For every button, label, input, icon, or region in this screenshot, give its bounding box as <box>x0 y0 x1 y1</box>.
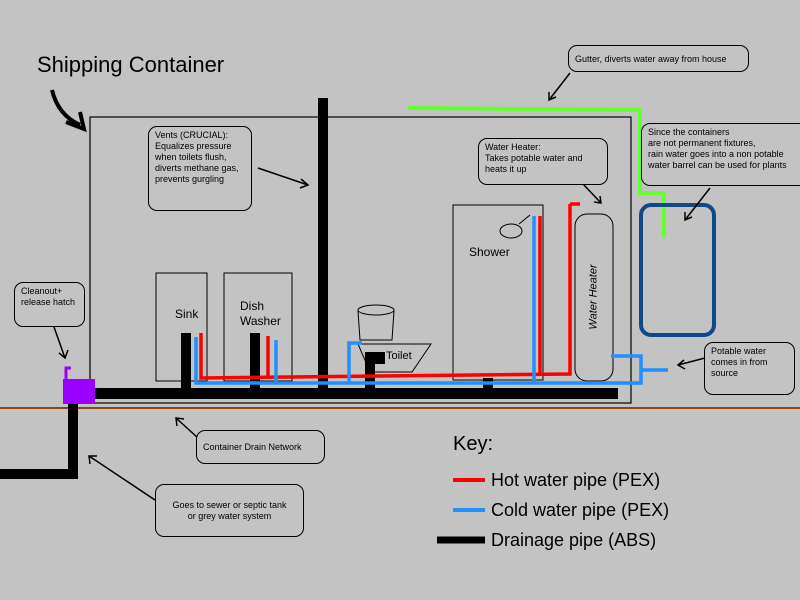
arrow-containers-head-icon <box>684 212 693 222</box>
arrow-potable <box>677 357 706 366</box>
title-arrowhead-icon <box>65 111 87 133</box>
arrow-containers <box>684 187 711 221</box>
arrow-sewer-head-icon <box>88 455 97 465</box>
sink-label: Sink <box>175 307 199 321</box>
cleanout-hatch <box>63 379 95 404</box>
key-item-hot: Hot water pipe (PEX) <box>491 470 661 490</box>
shower-box <box>452 204 544 381</box>
note-potable: Potable water comes in from source <box>704 342 795 395</box>
arrow-potable-head-icon <box>676 359 686 370</box>
shower-arm <box>518 214 531 225</box>
arrow-vents-head-icon <box>299 178 310 189</box>
arrow-sewer <box>88 455 156 501</box>
note-vents: Vents (CRUCIAL): Equalizes pressure when… <box>148 126 252 211</box>
arrow-gutter <box>548 72 571 101</box>
callout-arrows <box>53 72 711 501</box>
note-drain-network: Container Drain Network <box>196 430 325 464</box>
dishwasher-label: Dish Washer <box>240 299 281 328</box>
container-outline <box>89 116 632 404</box>
arrow-drain-network-head-icon <box>175 417 185 427</box>
arrow-cleanout <box>53 326 66 359</box>
sewer-drop-pipe <box>68 403 78 479</box>
arrow-water-heater <box>582 183 602 204</box>
toilet-tank-lid <box>357 304 395 316</box>
note-containers: Since the containers are not permanent f… <box>641 123 800 186</box>
arrow-vents <box>257 167 309 186</box>
title-arrow-icon <box>50 89 81 127</box>
arrow-drain-network <box>175 417 199 439</box>
arrow-cleanout-head-icon <box>58 349 69 360</box>
vent-stack <box>318 98 328 394</box>
hot-water-main <box>199 204 572 380</box>
sink-drain-riser <box>181 333 191 389</box>
key-item-drain: Drainage pipe (ABS) <box>491 530 657 550</box>
key-item-cold: Cold water pipe (PEX) <box>491 500 670 520</box>
toilet-tank <box>357 310 395 341</box>
rain-barrel <box>639 203 716 337</box>
note-water-heater: Water Heater: Takes potable water and he… <box>478 138 608 185</box>
shower-head-icon <box>499 223 523 239</box>
diagram-title: Shipping Container <box>37 52 225 77</box>
main-drain-pipe <box>95 388 618 399</box>
gutter-pipe <box>407 106 666 238</box>
note-cleanout: Cleanout+ release hatch <box>14 282 85 327</box>
cold-water-main <box>194 337 643 385</box>
sewer-outlet-pipe <box>0 469 78 479</box>
shower-label: Shower <box>469 245 510 259</box>
note-sewer: Goes to sewer or septic tank or grey wat… <box>155 484 304 537</box>
key-title: Key: <box>453 433 494 455</box>
note-gutter: Gutter, diverts water away from house <box>568 45 749 72</box>
cold-water-toilet-branch <box>347 341 362 383</box>
toilet-drain-riser <box>365 352 375 389</box>
water-heater-label: Water Heater <box>587 264 600 330</box>
water-heater-tank <box>574 213 614 382</box>
dishwasher-drain-riser <box>250 333 260 389</box>
arrow-water-heater-head-icon <box>593 195 602 204</box>
toilet-label: Toilet <box>386 350 412 362</box>
arrow-gutter-head-icon <box>548 92 557 102</box>
cleanout-vent <box>64 366 71 379</box>
